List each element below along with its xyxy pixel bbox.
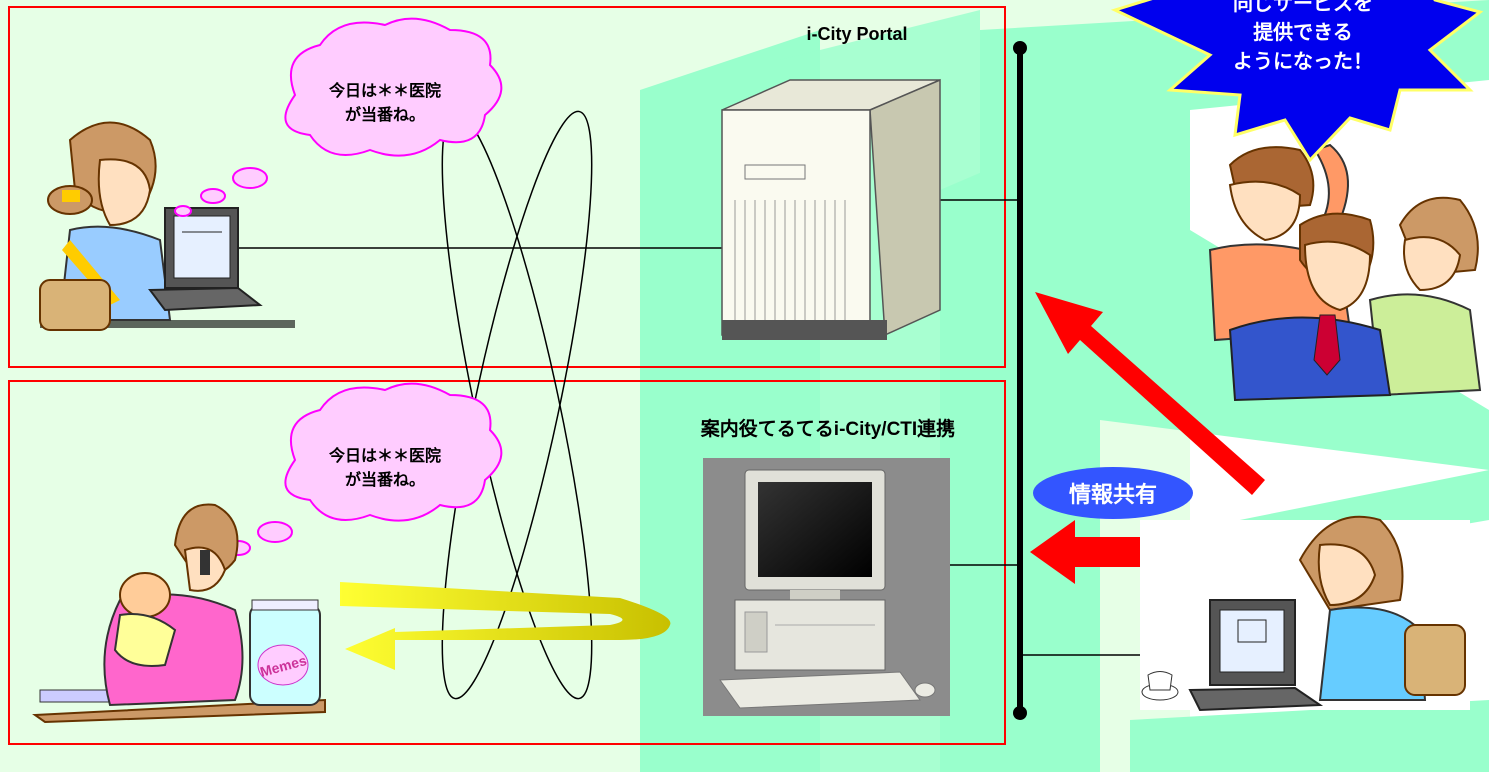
info-sharing-label: 情報共有 [1069,482,1157,507]
network-bus [1013,41,1027,720]
pc-user-illustration [39,121,295,331]
phone-user-bubble-line-2: が当番ね。 [345,470,425,489]
loop-arrow [340,582,671,670]
cti-computer [703,458,950,716]
portal-title: i-City Portal [806,24,907,44]
operator-illustration [1140,515,1470,712]
phone-user-thought-bubble: 今日は＊＊医院 が当番ね。 [203,382,503,568]
pc-user-bubble-line-1: 今日は＊＊医院 [328,81,441,100]
burst-line-1: 同じサービスを [1233,0,1373,15]
cti-title: 案内役てるてるi-City/CTI連携 [700,417,955,440]
burst-line-2: 提供できる [1253,20,1353,44]
portal-server [721,78,941,340]
phone-user-bubble-line-1: 今日は＊＊医院 [328,446,441,465]
pc-user-panel [8,6,1006,368]
pc-user-thought-bubble: 今日は＊＊医院 が当番ね。 [174,17,503,217]
connection-lines [238,199,1140,656]
announcement-burst: 同じサービスを 提供できる ようになった！ [1110,0,1484,163]
phone-user-illustration: Memes [32,503,326,724]
happy-group-illustration [1208,143,1482,402]
burst-line-3: ようになった！ [1233,50,1373,73]
phone-user-panel [8,380,1006,745]
info-sharing-badge: 情報共有 [1033,467,1193,519]
pc-user-bubble-line-2: が当番ね。 [345,105,425,124]
